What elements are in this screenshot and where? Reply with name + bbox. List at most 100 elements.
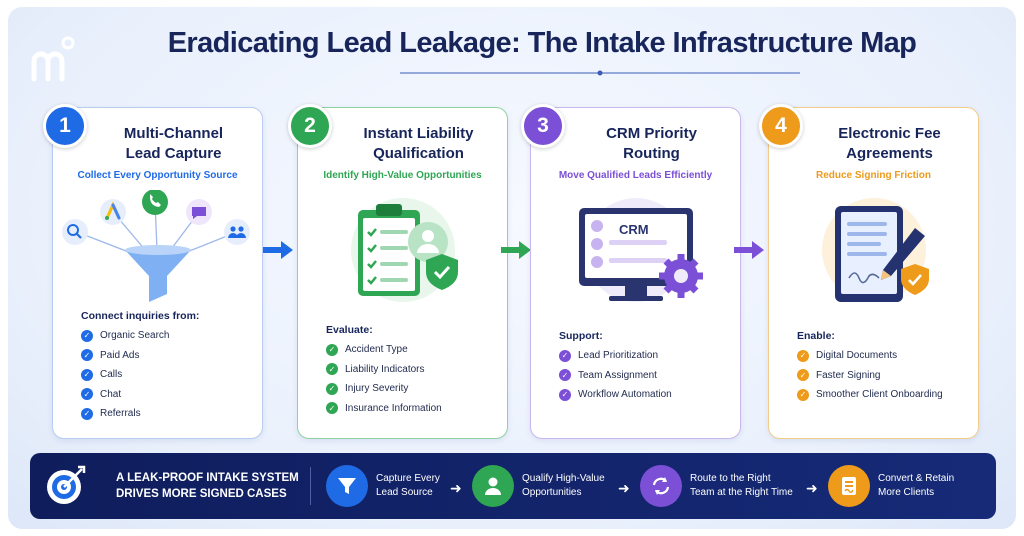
banner-divider xyxy=(310,467,311,505)
shield-check-icon xyxy=(426,254,458,290)
banner-tagline: A LEAK-PROOF INTAKE SYSTEM DRIVES MORE S… xyxy=(116,470,316,502)
list-item-label: Liability Indicators xyxy=(345,363,425,375)
banner-tagline-line: DRIVES MORE SIGNED CASES xyxy=(116,488,287,500)
card-lead-capture: 1 Multi-Channel Lead Capture Collect Eve… xyxy=(43,104,263,439)
step-number-badge: 2 xyxy=(288,104,332,148)
banner-arrow-icon: ➜ xyxy=(618,480,630,496)
check-icon: ✓ xyxy=(81,329,93,342)
banner-step-capture: Capture Every Lead Source xyxy=(326,465,478,507)
card-subtitle: Reduce Signing Friction xyxy=(815,170,931,181)
card-subtitle: Move Qualified Leads Efficiently xyxy=(558,170,713,181)
list-item: ✓Chat xyxy=(81,385,169,405)
card-title: CRM Priority Routing xyxy=(571,124,732,164)
flow-arrow-icon xyxy=(263,241,293,259)
card-crm-routing: 3 CRM Priority Routing Move Qualified Le… xyxy=(521,104,741,439)
card-title-line: Routing xyxy=(623,145,680,162)
search-icon xyxy=(62,219,88,245)
list-item-label: Workflow Automation xyxy=(578,389,672,401)
fee-agreement-illustration xyxy=(822,198,929,302)
card-title: Multi-Channel Lead Capture xyxy=(93,124,254,164)
list-item-label: Digital Documents xyxy=(816,350,898,362)
checklist: ✓ Digital Documents ✓Faster Signing ✓ Smoo… xyxy=(797,346,943,405)
check-icon: ✓ xyxy=(326,382,338,395)
list-item: ✓ Smoother Client Onboarding xyxy=(797,385,943,405)
card-title-line: CRM Priority xyxy=(606,125,697,142)
card-title-line: Lead Capture xyxy=(125,145,222,162)
lead-capture-illustration xyxy=(62,190,250,302)
flow-arrow-icon xyxy=(734,241,764,259)
list-item-label: Accident Type xyxy=(345,344,408,356)
list-item: ✓ Workflow Automation xyxy=(559,385,672,405)
card-liability-qualification: 2 Instant Liability Qualification Identi… xyxy=(288,104,508,439)
banner-step-text: Qualify High-Value Opportunities xyxy=(522,472,624,500)
list-heading: Support: xyxy=(559,330,603,342)
banner-step-line: Capture Every xyxy=(376,473,440,484)
banner-step-qualify: Qualify High-Value Opportunities xyxy=(472,465,624,507)
phone-icon xyxy=(142,190,168,215)
chat-icon xyxy=(186,199,212,225)
card-title: Electronic Fee Agreements xyxy=(809,124,970,164)
funnel-icon xyxy=(326,465,368,507)
check-icon: ✓ xyxy=(326,402,338,415)
list-item: ✓Team Assignment xyxy=(559,366,672,386)
page-title: Eradicating Lead Leakage: The Intake Inf… xyxy=(167,27,917,59)
check-icon: ✓ xyxy=(559,388,571,401)
list-item: ✓ Liability Indicators xyxy=(326,360,442,380)
list-heading: Enable: xyxy=(797,330,835,342)
check-icon: ✓ xyxy=(326,343,338,356)
card-title-line: Qualification xyxy=(373,145,464,162)
step-number-badge: 3 xyxy=(521,104,565,148)
flow-arrow-icon xyxy=(501,241,531,259)
card-title-line: Multi-Channel xyxy=(123,125,224,142)
list-heading: Connect inquiries from: xyxy=(81,310,200,322)
list-item: ✓Calls xyxy=(81,365,169,385)
banner-step-text: Capture Every Lead Source xyxy=(376,472,478,500)
check-icon: ✓ xyxy=(81,407,93,420)
target-icon xyxy=(47,465,86,504)
list-item-label: Chat xyxy=(100,388,122,400)
check-icon: ✓ xyxy=(797,349,809,362)
list-item-label: Insurance Information xyxy=(345,402,442,414)
list-item-label: Organic Search xyxy=(100,330,170,342)
user-icon xyxy=(472,465,514,507)
check-icon: ✓ xyxy=(81,349,93,362)
list-item-label: Calls xyxy=(100,369,123,381)
list-item: ✓ Digital Documents xyxy=(797,346,943,366)
list-item-label: Injury Severity xyxy=(345,383,409,395)
list-item: ✓Faster Signing xyxy=(797,366,943,386)
card-title-line: Instant Liability xyxy=(363,125,474,142)
card-subtitle: Identify High-Value Opportunities xyxy=(323,170,482,181)
banner-step-line: More Clients xyxy=(878,487,935,498)
banner-tagline-line: A LEAK-PROOF INTAKE SYSTEM xyxy=(116,472,299,484)
list-item: ✓Paid Ads xyxy=(81,346,169,366)
list-item-label: Lead Prioritization xyxy=(578,350,659,362)
shield-check-icon xyxy=(901,264,929,295)
ads-icon xyxy=(100,199,126,225)
list-item: ✓ Injury Severity xyxy=(326,379,442,399)
signed-document-icon xyxy=(828,465,870,507)
list-item-label: Smoother Client Onboarding xyxy=(816,389,943,401)
refresh-icon xyxy=(640,465,682,507)
check-icon: ✓ xyxy=(326,363,338,376)
funnel-icon xyxy=(125,245,191,302)
card-title-line: Agreements xyxy=(846,145,933,162)
banner-step-text: Route to the Right Team at the Right Tim… xyxy=(690,472,808,500)
brand-logo-icon xyxy=(31,36,75,82)
list-item-label: Team Assignment xyxy=(578,369,657,381)
card-fee-agreements: 4 Electronic Fee Agreements Reduce Signi… xyxy=(759,104,979,439)
card-title: Instant Liability Qualification xyxy=(338,124,499,164)
summary-banner: A LEAK-PROOF INTAKE SYSTEM DRIVES MORE S… xyxy=(30,453,996,519)
banner-arrow-icon: ➜ xyxy=(806,480,818,496)
banner-step-line: Route to the Right xyxy=(690,473,771,484)
card-title-line: Electronic Fee xyxy=(838,125,941,142)
check-icon: ✓ xyxy=(797,388,809,401)
banner-step-line: Qualify High-Value xyxy=(522,473,605,484)
user-icon xyxy=(408,222,448,262)
step-number-badge: 4 xyxy=(759,104,803,148)
list-item: ✓ Accident Type xyxy=(326,340,442,360)
banner-step-line: Team at the Right Time xyxy=(690,487,793,498)
list-item: ✓ Organic Search xyxy=(81,326,169,346)
banner-step-line: Opportunities xyxy=(522,487,582,498)
checklist: ✓Organic Search ✓Paid Ads ✓Calls ✓Chat ✓… xyxy=(81,326,169,424)
check-icon: ✓ xyxy=(559,349,571,362)
